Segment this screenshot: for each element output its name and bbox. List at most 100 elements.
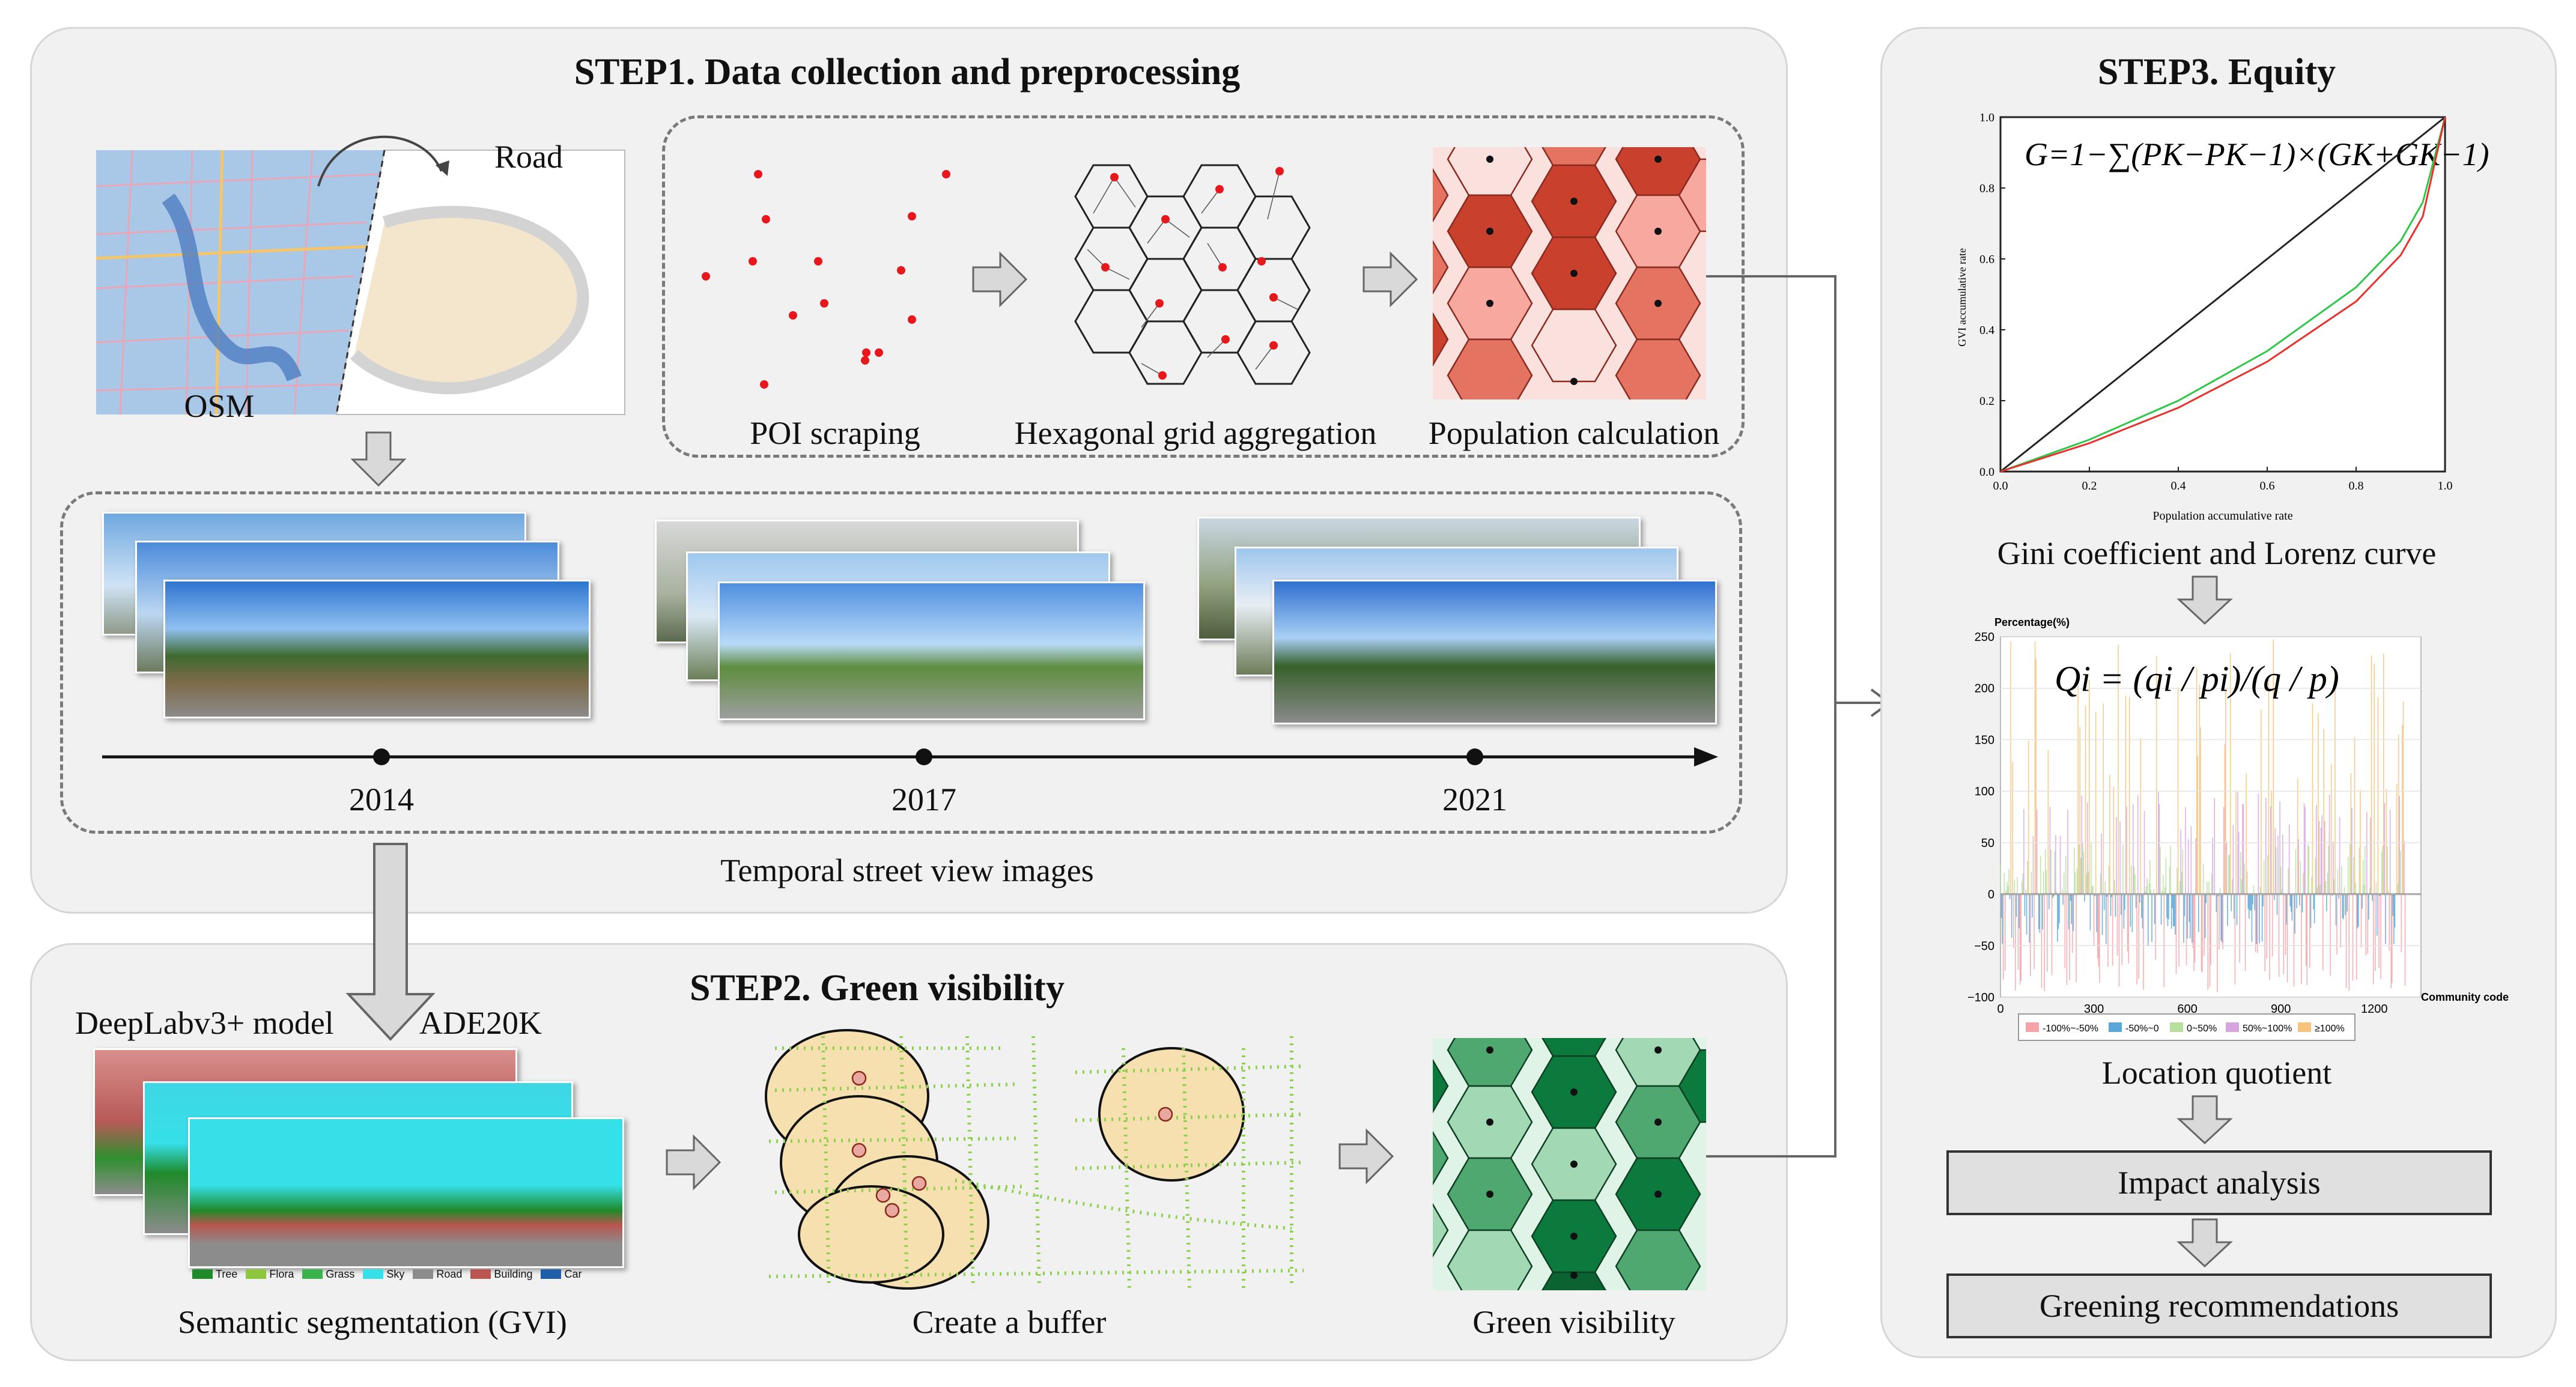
- dataset-label: ADE20K: [419, 1005, 542, 1041]
- seg-legend-swatch: [470, 1269, 491, 1279]
- down-arrow-step1-step2: [345, 843, 436, 1041]
- lorenz-xtick-label: 0.2: [2082, 479, 2097, 493]
- road-label: Road: [494, 139, 563, 175]
- lorenz-ylabel: GVI accumulative rate: [1956, 248, 1968, 347]
- osm-label: OSM: [184, 388, 255, 424]
- seg-legend-item: Tree: [192, 1268, 237, 1281]
- greening-recommendations-box: Greening recommendations: [1946, 1273, 2492, 1338]
- lq-xtick-label: 900: [2271, 1003, 2291, 1016]
- lq-legend-swatch: [2226, 1022, 2239, 1032]
- arrow-lq-impact: [2177, 1095, 2233, 1145]
- lq-ylabel: Percentage(%): [1994, 616, 2070, 628]
- osm-map: [96, 150, 625, 415]
- seg-legend-swatch: [541, 1269, 562, 1279]
- buffer-label: Create a buffer: [912, 1304, 1107, 1340]
- arrow-buffer-gv: [1338, 1128, 1394, 1185]
- lq-xtick-label: 1200: [2361, 1003, 2388, 1016]
- transform-arrow: [317, 135, 449, 187]
- lorenz-series-1: [2000, 117, 2446, 473]
- gini-formula: G=1−∑(PK−PK−1)×(GK+GK−1): [2025, 136, 2489, 172]
- street-view-container: [60, 491, 1742, 834]
- seg-legend-item: Sky: [363, 1268, 404, 1281]
- lorenz-xtick-label: 0.6: [2260, 479, 2275, 493]
- lq-legend-swatch: [2109, 1022, 2122, 1032]
- greening-label: Greening recommendations: [2039, 1288, 2399, 1324]
- seg-legend-text: Building: [494, 1267, 533, 1280]
- lorenz-xtick-label: 0.0: [1993, 479, 2008, 493]
- population-label: Population calculation: [1428, 415, 1720, 451]
- seg-legend-text: Flora: [269, 1267, 294, 1280]
- step1-title: STEP1. Data collection and preprocessing: [574, 52, 1241, 93]
- street-view-2017-front: [718, 581, 1145, 720]
- lq-xtick-label: 600: [2177, 1003, 2197, 1016]
- lorenz-ytick-label: 0.8: [1979, 182, 1994, 195]
- seg-legend-item: Car: [541, 1268, 582, 1281]
- lorenz-xlabel: Population accumulative rate: [2152, 509, 2292, 523]
- connector-lines: [1706, 275, 1892, 1158]
- lq-formula: Qi = (qi / pi)/(q / p): [2055, 659, 2339, 699]
- lq-label: Location quotient: [2101, 1055, 2332, 1091]
- lorenz-chart: G=1−∑(PK−PK−1)×(GK+GK−1) GVI accumulativ…: [1956, 111, 2489, 523]
- seg-legend-text: Grass: [326, 1267, 355, 1280]
- lq-ytick-label: 0: [1988, 888, 1994, 902]
- year-2014: 2014: [349, 782, 414, 818]
- lorenz-xtick-label: 0.8: [2349, 479, 2364, 493]
- lorenz-xtick-label: 1.0: [2438, 479, 2453, 493]
- seg-legend-swatch: [363, 1269, 384, 1279]
- street-view-2014-front: [163, 580, 591, 718]
- hex-grid: [1074, 164, 1311, 385]
- segmentation-label: Semantic segmentation (GVI): [178, 1304, 567, 1340]
- lq-legend-swatch: [2298, 1022, 2311, 1032]
- lq-ytick-label: −50: [1974, 939, 1994, 953]
- lorenz-xtick-label: 0.4: [2171, 479, 2186, 493]
- lq-legend-text: 50%~100%: [2243, 1024, 2292, 1034]
- street-view-2021-front: [1272, 580, 1717, 724]
- year-2017: 2017: [892, 782, 956, 818]
- arrow-gini-lq: [2177, 575, 2233, 625]
- step2-title: STEP2. Green visibility: [689, 968, 1065, 1009]
- lorenz-series-0: [2000, 116, 2446, 473]
- seg-legend-swatch: [192, 1269, 213, 1279]
- lorenz-ytick-label: 0.6: [1979, 253, 1994, 266]
- seg-legend-text: Car: [564, 1267, 582, 1280]
- arrow-impact-greening: [2177, 1218, 2233, 1268]
- impact-analysis-box: Impact analysis: [1946, 1150, 2492, 1215]
- lorenz-ytick-label: 0.2: [1979, 395, 1994, 408]
- seg-legend-text: Road: [436, 1267, 463, 1280]
- lq-legend-text: 0~50%: [2187, 1024, 2217, 1034]
- temporal-label: Temporal street view images: [720, 852, 1094, 888]
- lq-xtick-label: 300: [2084, 1003, 2104, 1016]
- green-visibility-hex-map: [1433, 1038, 1706, 1290]
- lq-ytick-label: 150: [1975, 733, 1994, 747]
- seg-legend-item: Grass: [302, 1268, 354, 1281]
- poi-label: POI scraping: [750, 415, 920, 451]
- lorenz-ytick-label: 0.0: [1979, 466, 1994, 479]
- seg-legend-item: Road: [413, 1268, 462, 1281]
- gini-label: Gini coefficient and Lorenz curve: [1997, 535, 2437, 571]
- lq-legend-text: -100%~-50%: [2043, 1024, 2098, 1034]
- lq-ytick-label: 50: [1981, 837, 1994, 850]
- down-arrow-osm: [350, 431, 407, 487]
- arrow-seg-buffer: [666, 1134, 721, 1191]
- poi-dots: [702, 170, 950, 389]
- step3-title: STEP3. Equity: [2097, 52, 2336, 93]
- seg-legend-item: Flora: [246, 1268, 294, 1281]
- lorenz-ytick-label: 1.0: [1979, 111, 1994, 124]
- lq-ytick-label: −100: [1967, 991, 1994, 1004]
- lq-legend-swatch: [2170, 1022, 2183, 1032]
- lq-legend-swatch: [2026, 1022, 2039, 1032]
- lq-legend-text: -50%~0: [2125, 1024, 2159, 1034]
- impact-label: Impact analysis: [2118, 1165, 2321, 1201]
- seg-legend-text: Tree: [216, 1267, 238, 1280]
- year-2021: 2021: [1442, 782, 1507, 818]
- segmentation-legend-row: Tree Flora Grass Sky Road Building Car: [192, 1265, 637, 1283]
- green-visibility-label: Green visibility: [1472, 1304, 1675, 1340]
- arrow-poi-hex: [972, 251, 1028, 308]
- seg-legend-swatch: [302, 1269, 323, 1279]
- lq-xtick-label: 0: [1997, 1003, 2003, 1016]
- buffer-map: [765, 1029, 1304, 1290]
- lq-legend-text: ≥100%: [2315, 1024, 2345, 1034]
- seg-legend-item: Building: [470, 1268, 532, 1281]
- seg-legend-swatch: [246, 1269, 267, 1279]
